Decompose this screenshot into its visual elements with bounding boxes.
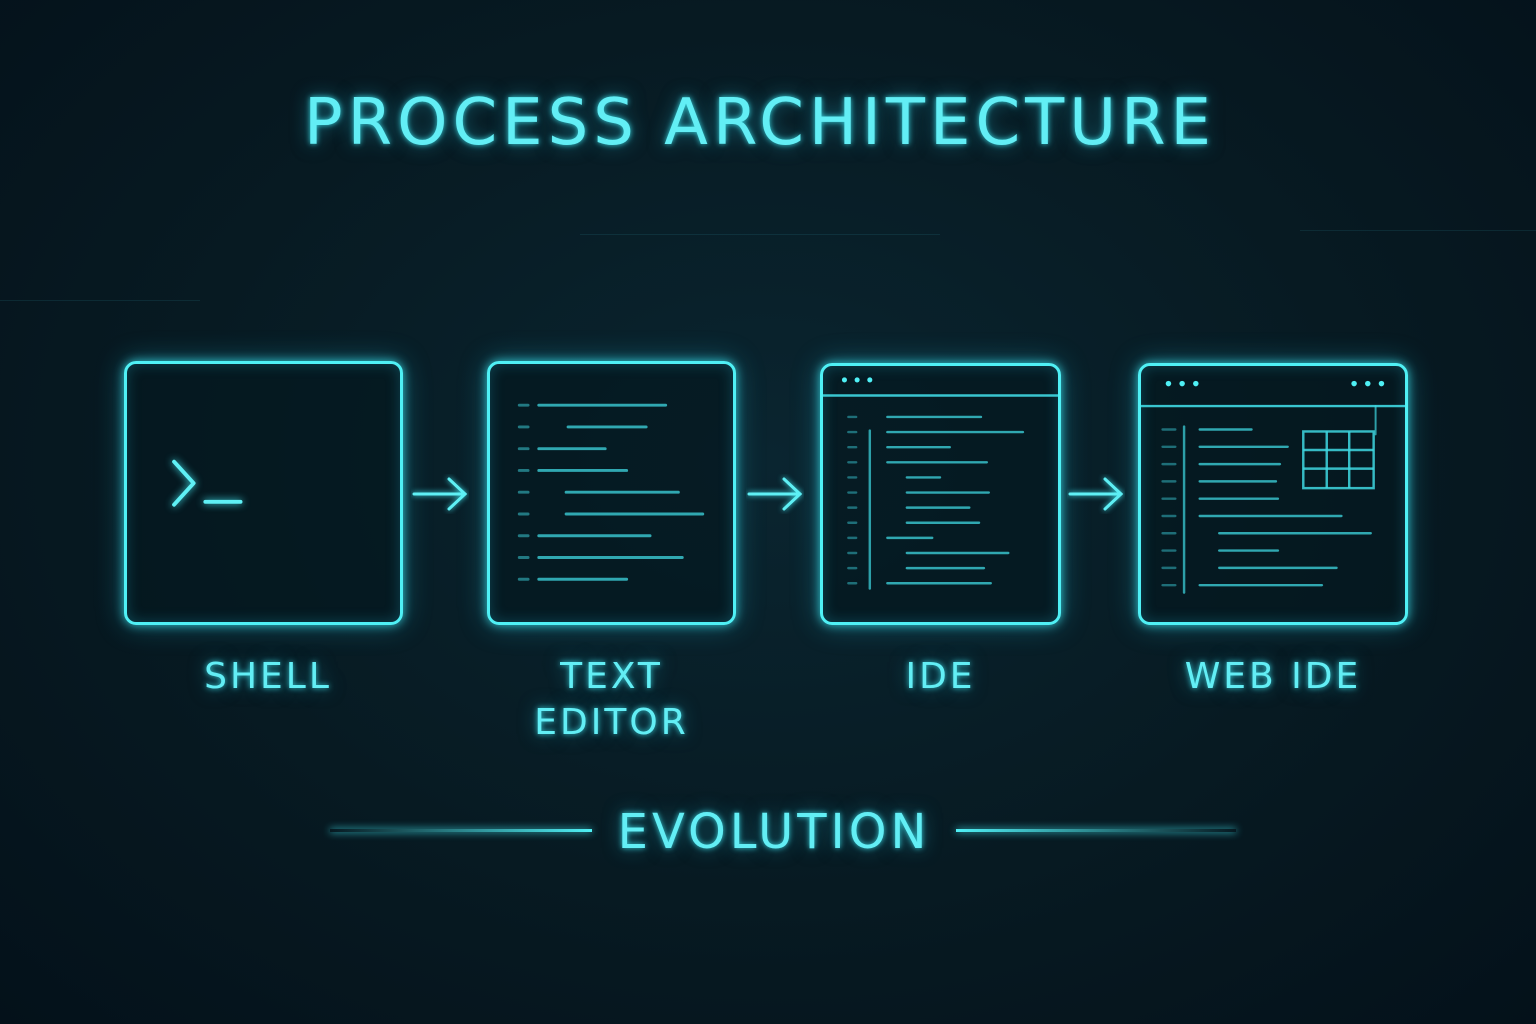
window-dot: [1351, 380, 1357, 387]
ide-label: IDE: [905, 656, 976, 697]
web-ide-label: WEB IDE: [1184, 656, 1362, 697]
window-dot: [1165, 380, 1172, 387]
window-dot: [854, 377, 860, 383]
arrow-icon: [1068, 477, 1124, 511]
window-dot: [841, 377, 847, 383]
grid-table-frame: [1302, 430, 1375, 490]
evolution-label: EVOLUTION: [617, 804, 931, 860]
terminal-prompt-icon: [172, 459, 243, 507]
ide-window-content: [823, 377, 1058, 590]
background-circuit-line: [0, 300, 200, 301]
arrow-icon: [412, 477, 468, 511]
window-dot: [1179, 380, 1185, 387]
diagram-title: PROCESS ARCHITECTURE: [304, 86, 1216, 160]
text-editor-label-line1: TEXT: [560, 656, 663, 697]
shell-label: SHELL: [204, 656, 332, 697]
grid-table-icon: [1302, 430, 1375, 490]
arrow-icon: [747, 477, 803, 511]
window-dot: [1365, 380, 1371, 387]
evolution-rule-left: [330, 829, 592, 832]
window-dot: [867, 377, 873, 383]
web-ide-box: [1138, 363, 1408, 625]
text-editor-code-lines: [517, 403, 705, 581]
window-dot: [1378, 380, 1385, 387]
background-circuit-line: [580, 234, 940, 235]
text-editor-label: TEXT EDITOR: [487, 654, 736, 746]
web-ide-window-content: [1141, 380, 1405, 594]
text-editor-box: [487, 361, 736, 625]
background-circuit-line: [1300, 230, 1536, 231]
evolution-rule-right: [956, 829, 1236, 832]
ide-box: [820, 363, 1061, 625]
text-editor-label-line2: EDITOR: [534, 702, 689, 743]
shell-box: [124, 361, 403, 625]
window-dot: [1193, 380, 1199, 387]
